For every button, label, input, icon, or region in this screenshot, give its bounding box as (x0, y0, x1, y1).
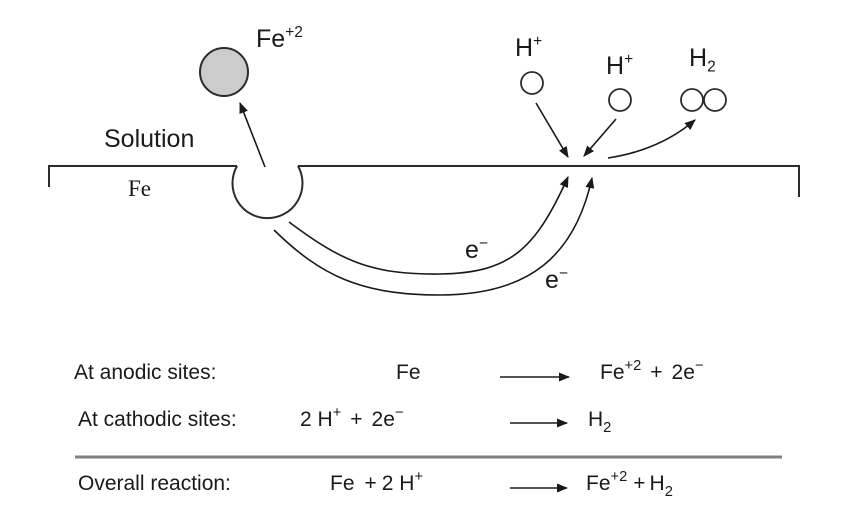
electron-label-1: e− (465, 236, 488, 265)
h2-particle-b (703, 88, 727, 112)
overall-product-1-charge: +2 (610, 469, 628, 486)
anodic-product-2-charge: − (694, 358, 704, 375)
cathodic-reactant-2-charge: − (394, 405, 404, 422)
overall-product-1-base: Fe (586, 472, 611, 495)
h-ion-label-2-charge: + (624, 50, 634, 68)
h2-particle-a (680, 88, 704, 112)
h-ion-particle-1 (520, 71, 544, 95)
electron-path-1 (288, 175, 569, 275)
fe-ion-particle (199, 47, 249, 97)
h-ion-label-1: H+ (515, 34, 542, 63)
metal-surface-left (48, 165, 237, 187)
electron-path-2 (273, 176, 595, 296)
overall-label: Overall reaction: (78, 472, 231, 495)
cathodic-reactants: 2 H++2e− (300, 405, 404, 432)
fe-ion-label-charge: +2 (285, 23, 303, 41)
overall-product-2-base: H (649, 472, 665, 495)
anodic-product-1-charge: +2 (624, 358, 642, 375)
overall-reactants: Fe +2 H+ (330, 469, 424, 496)
anodic-plus: + (650, 361, 663, 384)
h-ion-label-1-charge: + (533, 32, 543, 50)
h-ion-arrow-2 (583, 118, 617, 157)
anodic-product-1-base: Fe (600, 361, 625, 384)
anodic-products: Fe+2 +2e− (600, 358, 704, 385)
fe-ion-label: Fe+2 (256, 25, 303, 54)
cathodic-reactant-2-base: 2e (371, 408, 395, 431)
h-ion-label-2-base: H (606, 52, 625, 80)
overall-products: Fe+2 +H2 (586, 469, 673, 499)
metal-surface-right (298, 165, 800, 197)
electron-label-1-base: e (465, 236, 479, 264)
overall-plus-1: + (364, 472, 377, 495)
cathodic-product-base: H (588, 408, 604, 431)
anodic-pit (231, 165, 304, 220)
overall-plus-2: + (633, 472, 646, 495)
h2-label-sub: 2 (707, 58, 716, 76)
overall-reactant-2-base: 2 H (381, 472, 415, 495)
cathodic-reactant-1-charge: + (332, 405, 342, 422)
electron-label-2-base: e (545, 266, 559, 294)
cathodic-label: At cathodic sites: (78, 408, 237, 431)
cathodic-reactant-1-base: 2 H (300, 408, 333, 431)
overall-reactant-2-charge: + (414, 469, 424, 486)
cathodic-product-sub: 2 (603, 419, 612, 436)
anodic-label: At anodic sites: (74, 361, 217, 384)
h2-label: H2 (689, 44, 716, 76)
electron-label-1-charge: − (478, 234, 488, 252)
fe-ion-label-base: Fe (256, 25, 286, 53)
anodic-reactant: Fe (396, 361, 421, 384)
cathodic-product: H2 (588, 408, 611, 435)
overall-reactant-1: Fe (330, 472, 355, 495)
electron-label-2-charge: − (558, 264, 568, 282)
h-ion-label-2: H+ (606, 52, 633, 81)
h-ion-particle-2 (608, 88, 632, 112)
solution-label: Solution (104, 125, 195, 153)
h-ion-arrow-1 (535, 102, 569, 158)
cathodic-plus: + (350, 408, 363, 431)
h-ion-label-1-base: H (515, 34, 534, 62)
h2-arrow (607, 119, 696, 159)
anodic-product-2-base: 2e (671, 361, 695, 384)
electron-label-2: e− (545, 266, 568, 295)
h2-label-base: H (689, 44, 708, 72)
overall-product-2-sub: 2 (664, 483, 673, 500)
metal-label: Fe (128, 176, 151, 201)
fe-ion-arrow (239, 101, 266, 168)
